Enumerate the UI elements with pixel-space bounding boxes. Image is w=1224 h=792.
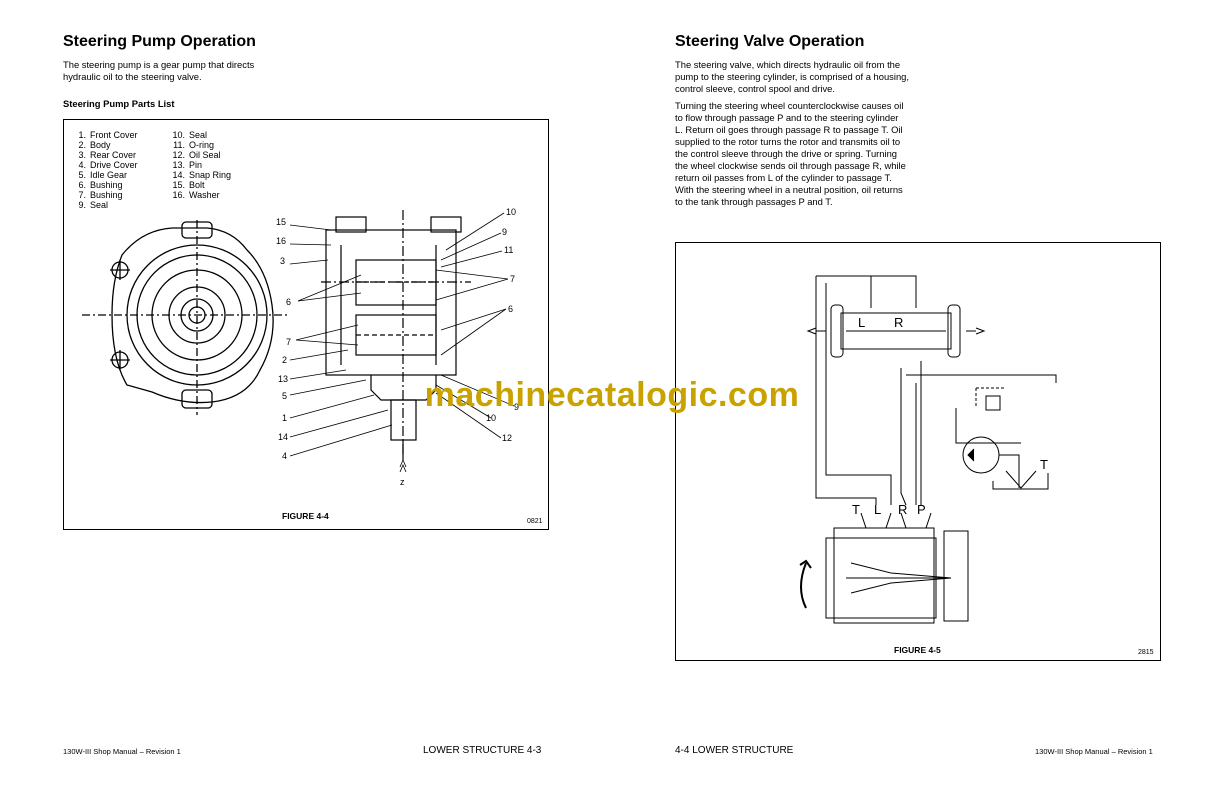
part-name: Idle Gear <box>90 170 128 180</box>
part-name: Seal <box>189 130 208 140</box>
part-number: 10. <box>172 130 185 140</box>
callout-10: 10 <box>506 207 516 217</box>
label-tank-T: T <box>1040 457 1048 472</box>
figure-caption: FIGURE 4-5 <box>894 645 941 655</box>
part-number: 2. <box>78 140 86 150</box>
label-port-R: R <box>898 502 907 517</box>
part-name: Seal <box>90 200 109 210</box>
part-name: Bushing <box>90 180 123 190</box>
intro-paragraph: The steering valve, which directs hydrau… <box>675 59 909 94</box>
parts-list-item: 3. Rear Cover <box>72 150 138 160</box>
part-name: Washer <box>189 190 220 200</box>
part-number: 1. <box>78 130 86 140</box>
part-name: O-ring <box>189 140 215 150</box>
part-number: 4. <box>78 160 86 170</box>
parts-list-item: 11. O-ring <box>171 140 231 150</box>
watermark: machinecatalogic.com <box>424 376 800 414</box>
parts-list-item: 7. Bushing <box>72 190 138 200</box>
parts-list-item: 15. Bolt <box>171 180 231 190</box>
figure-code: 0821 <box>527 518 543 525</box>
footer-section: 4-4 LOWER STRUCTURE <box>675 745 794 756</box>
part-number: 15. <box>172 180 185 190</box>
page-title: Steering Pump Operation <box>63 33 256 50</box>
label-cylinder-L: L <box>858 315 865 330</box>
pump-front-view-diagram <box>82 220 287 415</box>
parts-list-item: 1. Front Cover <box>72 130 138 140</box>
callout-9: 9 <box>502 227 507 237</box>
callout-7: 7 <box>286 337 291 347</box>
parts-list-item: 14. Snap Ring <box>171 170 231 180</box>
part-name: Drive Cover <box>90 160 138 170</box>
parts-list-item: 10. Seal <box>171 130 231 140</box>
footer-manual-title: 130W-III Shop Manual – Revision 1 <box>63 747 181 756</box>
parts-list-item: 13. Pin <box>171 160 231 170</box>
callout-11: 11 <box>504 245 513 255</box>
callout-1: 1 <box>282 413 287 423</box>
steering-circuit-diagram: L R T T L R P <box>799 275 1057 624</box>
footer-section: LOWER STRUCTURE 4-3 <box>423 745 542 756</box>
callout-6: 6 <box>286 297 291 307</box>
callout-16: 16 <box>276 236 286 246</box>
page-title: Steering Valve Operation <box>675 33 865 50</box>
label-cylinder-R: R <box>894 315 903 330</box>
figure-caption: FIGURE 4-4 <box>282 511 329 521</box>
part-name: Bushing <box>90 190 123 200</box>
figure-4-5-box: L R T T L R P FIGURE 4-5 2815 <box>675 242 1161 661</box>
callout-15: 15 <box>276 217 286 227</box>
callout-10-lower: 10 <box>486 413 496 423</box>
part-name: Bolt <box>189 180 205 190</box>
callout-2: 2 <box>282 355 287 365</box>
callout-3: 3 <box>280 256 285 266</box>
left-page: Steering Pump Operation The steering pum… <box>63 33 549 756</box>
part-number: 16. <box>172 190 185 200</box>
part-name: Oil Seal <box>189 150 221 160</box>
part-name: Rear Cover <box>90 150 137 160</box>
parts-list-col1: 1. Front Cover 2. Body 3. Rear Cover 4. Drive C… <box>72 130 138 210</box>
part-number: 11. <box>173 140 185 150</box>
part-number: 5. <box>78 170 86 180</box>
label-port-L: L <box>874 502 881 517</box>
part-number: 14. <box>172 170 185 180</box>
callout-z: z <box>400 477 405 487</box>
callout-6-right: 6 <box>508 304 513 314</box>
part-number: 7. <box>78 190 86 200</box>
callout-4: 4 <box>282 451 287 461</box>
callout-12: 12 <box>502 433 512 443</box>
parts-list-item: 5. Idle Gear <box>72 170 138 180</box>
parts-list-item: 6. Bushing <box>72 180 138 190</box>
parts-heading: Steering Pump Parts List <box>63 98 175 109</box>
pump-section-view-diagram: 15 16 3 6 7 2 13 5 1 14 4 10 9 11 7 6 9 … <box>276 207 519 487</box>
part-number: 9. <box>78 200 86 210</box>
footer-manual-title: 130W-III Shop Manual – Revision 1 <box>1035 747 1153 756</box>
callout-5: 5 <box>282 391 287 401</box>
parts-list-item: 2. Body <box>72 140 138 150</box>
part-name: Pin <box>189 160 203 170</box>
label-port-T: T <box>852 502 860 517</box>
callout-13: 13 <box>278 374 288 384</box>
callout-9-lower: 9 <box>514 402 519 412</box>
intro-paragraph: The steering pump is a gear pump that di… <box>63 59 255 82</box>
part-name: Body <box>90 140 111 150</box>
part-number: 13. <box>172 160 185 170</box>
part-name: Snap Ring <box>189 170 232 180</box>
part-number: 6. <box>78 180 86 190</box>
parts-list-item: 16. Washer <box>171 190 231 200</box>
figure-4-4-box: 1. Front Cover 2. Body 3. Rear Cover 4. Drive C… <box>63 119 549 530</box>
label-port-P: P <box>917 502 926 517</box>
figure-code: 2815 <box>1138 649 1154 656</box>
operation-paragraph: Turning the steering wheel counterclockw… <box>675 100 906 207</box>
parts-list-col2: 10. Seal 11. O-ring 12. Oil Seal 13. Pin 14. Snap… <box>171 130 231 200</box>
callout-7-right: 7 <box>510 274 515 284</box>
parts-list-item: 4. Drive Cover <box>72 160 138 170</box>
part-number: 12. <box>172 150 185 160</box>
callout-14: 14 <box>278 432 288 442</box>
right-page: Steering Valve Operation The steering va… <box>612 0 1224 792</box>
parts-list-item: 12. Oil Seal <box>171 150 231 160</box>
parts-list-item: 9. Seal <box>72 200 138 210</box>
part-name: Front Cover <box>90 130 138 140</box>
part-number: 3. <box>78 150 86 160</box>
